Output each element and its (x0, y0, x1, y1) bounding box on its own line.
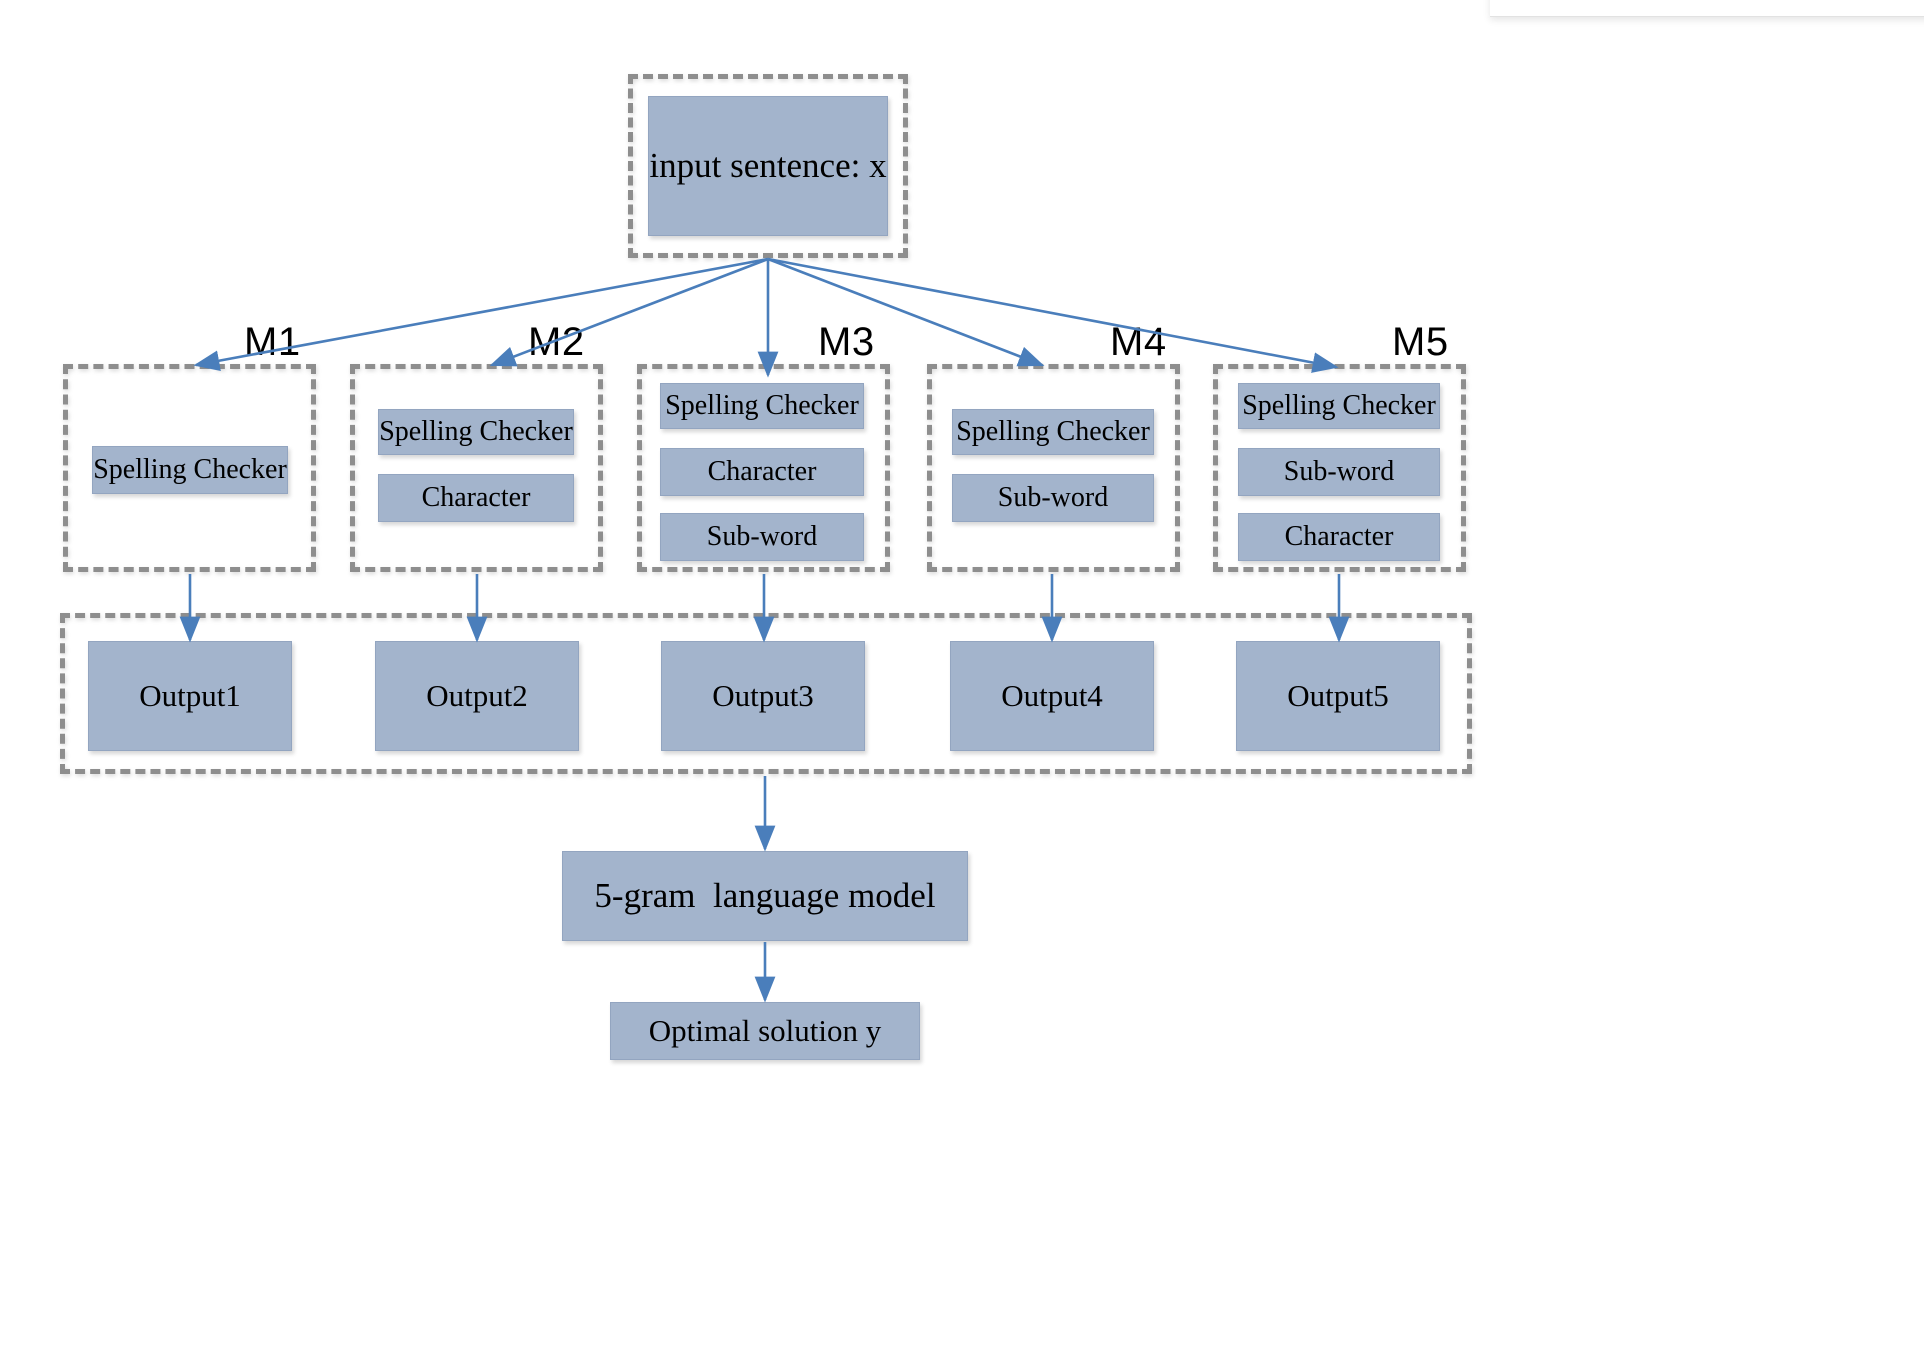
model-label-m3: M3 (818, 320, 875, 364)
m3-component-sub-word[interactable]: Sub-word (660, 513, 864, 561)
input-group-frame (628, 74, 908, 258)
arrow-input-to-m4 (767, 257, 1045, 367)
m5-component-sub-word[interactable]: Sub-word (1238, 448, 1440, 496)
output-node-1[interactable]: Output1 (88, 641, 292, 751)
m1-component-spelling-checker[interactable]: Spelling Checker (92, 446, 288, 494)
m4-component-spelling-checker[interactable]: Spelling Checker (952, 409, 1154, 455)
output-node-2[interactable]: Output2 (375, 641, 579, 751)
outputs-group-frame (60, 613, 1472, 774)
page-edge-artifact (1490, 0, 1924, 17)
m4-component-sub-word[interactable]: Sub-word (952, 474, 1154, 522)
model-group-m4-frame (927, 364, 1180, 572)
m5-component-spelling-checker[interactable]: Spelling Checker (1238, 383, 1440, 429)
model-group-m1-frame (63, 364, 316, 572)
language-model-node[interactable]: 5-gram language model (562, 851, 968, 941)
input-sentence-node[interactable]: input sentence: x (648, 96, 888, 236)
output-node-5[interactable]: Output5 (1236, 641, 1440, 751)
output-node-3[interactable]: Output3 (661, 641, 865, 751)
m2-component-character[interactable]: Character (378, 474, 574, 522)
model-group-m5-frame (1213, 364, 1466, 572)
optimal-solution-node[interactable]: Optimal solution y (610, 1002, 920, 1060)
m3-component-spelling-checker[interactable]: Spelling Checker (660, 383, 864, 429)
output-node-4[interactable]: Output4 (950, 641, 1154, 751)
m5-component-character[interactable]: Character (1238, 513, 1440, 561)
m2-component-spelling-checker[interactable]: Spelling Checker (378, 409, 574, 455)
model-label-m2: M2 (528, 320, 585, 364)
model-label-m4: M4 (1110, 320, 1167, 364)
model-label-m5: M5 (1392, 320, 1449, 364)
model-label-m1: M1 (244, 320, 301, 364)
model-group-m2-frame (350, 364, 603, 572)
m3-component-character[interactable]: Character (660, 448, 864, 496)
